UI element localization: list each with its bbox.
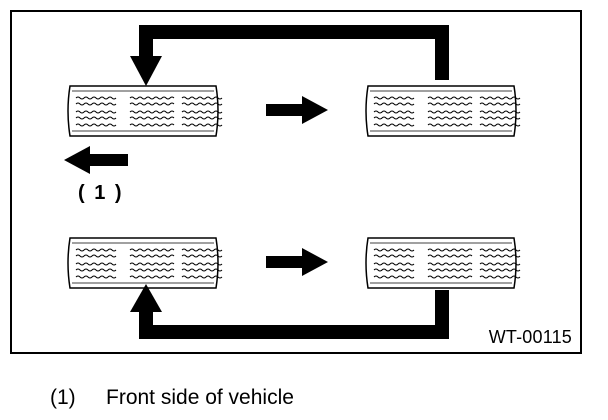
legend: (1) Front side of vehicle	[50, 386, 294, 410]
legend-text: Front side of vehicle	[106, 386, 294, 409]
front-direction-arrow	[64, 146, 128, 174]
rotation-arrow-front-middle	[266, 96, 328, 124]
figure-id: WT-00115	[488, 327, 572, 347]
tire-rotation-diagram	[64, 25, 584, 339]
tire-rear-right	[366, 238, 520, 288]
tire-rear-left	[68, 238, 222, 288]
tire-front-left	[68, 86, 222, 136]
diagram-frame: ( 1 ) WT-00115	[10, 10, 582, 354]
rotation-arrow-bottom	[130, 284, 449, 339]
rotation-arrow-top	[130, 25, 449, 86]
legend-number: (1)	[50, 386, 76, 409]
tire-front-right	[366, 86, 520, 136]
rotation-arrow-rear-middle	[266, 248, 328, 276]
callout-label: ( 1 )	[78, 182, 124, 204]
